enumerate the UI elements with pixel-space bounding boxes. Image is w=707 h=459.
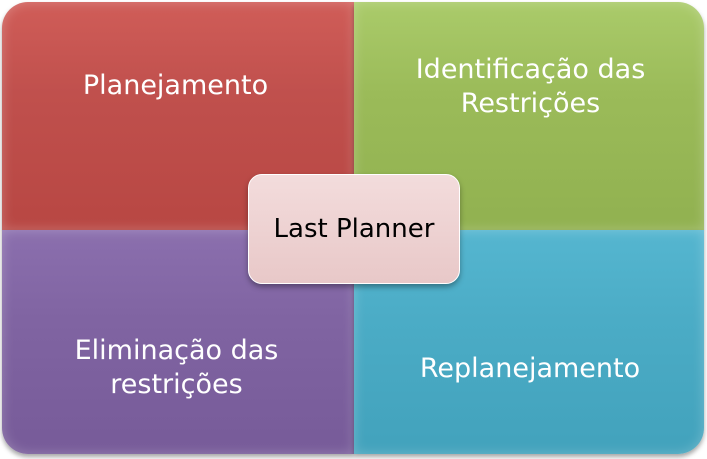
quadrant-planejamento: Planejamento [2,2,354,230]
quadrant-label: Eliminação das restrições [74,335,279,400]
quadrant-identificacao-restricoes: Identificação das Restrições [354,2,704,230]
center-box-last-planner: Last Planner [248,174,460,284]
center-label: Last Planner [273,214,435,244]
quadrant-label: Identificação das Restrições [415,54,646,119]
quadrant-label: Planejamento [82,70,269,101]
quadrant-label: Replanejamento [419,353,641,384]
